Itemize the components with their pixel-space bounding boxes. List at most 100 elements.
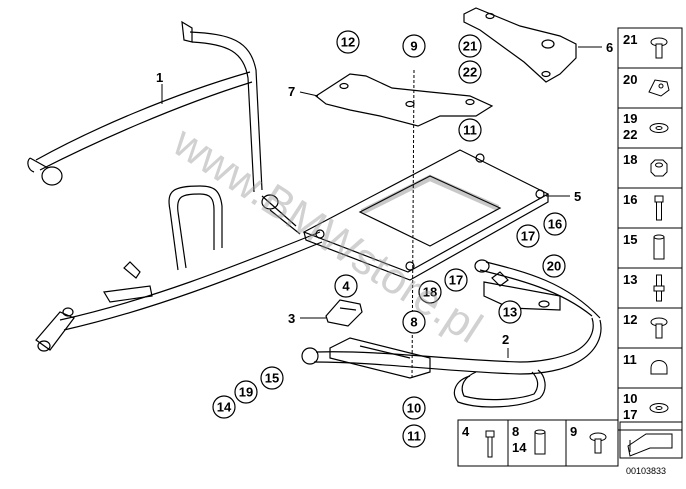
arrow-icon: [627, 433, 673, 457]
flange-bolt-icon: [650, 37, 668, 59]
legend-row-20: 20: [618, 67, 682, 97]
callout-10: 10: [402, 396, 426, 420]
callout-number: 19: [239, 385, 253, 400]
legend-number: 13: [623, 272, 637, 287]
part-top-bracket: [463, 7, 577, 83]
callout-number: 4: [342, 279, 350, 294]
callout-15: 15: [260, 366, 284, 390]
legend-row-12: 12: [618, 307, 682, 339]
callout-12: 12: [336, 30, 360, 54]
callout-4: 4: [334, 274, 358, 298]
legend-number: 19: [623, 111, 637, 126]
legend-number: 21: [623, 32, 637, 47]
callout-11: 11: [458, 118, 482, 142]
part-label-5: 5: [574, 189, 581, 204]
legend-cell-9: 9: [570, 424, 607, 454]
part-control-unit: [302, 149, 550, 281]
legend-number: 18: [623, 152, 637, 167]
callout-22: 22: [458, 60, 482, 84]
callout-number: 13: [503, 305, 517, 320]
callout-number: 21: [463, 39, 477, 54]
callout-number: 11: [463, 123, 477, 138]
washer-icon: [649, 123, 669, 133]
callout-17: 17: [516, 224, 540, 248]
part-lower-bracket: [301, 259, 602, 408]
part-frame-bar: [27, 20, 323, 352]
sleeve-icon: [534, 429, 546, 455]
part-label-6: 6: [606, 40, 613, 55]
washer-icon: [649, 403, 669, 413]
legend-number: 22: [623, 127, 637, 142]
callout-number: 12: [341, 35, 355, 50]
callout-number: 10: [407, 401, 421, 416]
legend-row-16: 16: [618, 187, 682, 221]
callouts: 12 9 21 22 11 16 17 17 20 18 4 13 8 15 19 14 10 11: [212, 30, 567, 448]
legend-number: 20: [623, 72, 637, 87]
legend-row-21: 21: [623, 32, 668, 59]
callout-19: 19: [234, 380, 258, 404]
legend-number: 15: [623, 232, 637, 247]
part-labels: 1 2 3 5 6 7: [156, 40, 613, 358]
legend-number: 11: [623, 352, 637, 367]
legend-number: 16: [623, 192, 637, 207]
callout-20: 20: [542, 254, 566, 278]
legend-row-15: 15: [618, 227, 682, 260]
hex-nut-icon: [650, 159, 668, 177]
legend-number: 9: [570, 424, 577, 439]
callout-number: 17: [449, 273, 463, 288]
assembly-line: [411, 69, 415, 381]
callout-number: 14: [217, 400, 232, 415]
callout-17: 17: [444, 268, 468, 292]
main-drawing: [27, 7, 602, 408]
part-label-1: 1: [156, 70, 163, 85]
callout-8: 8: [402, 310, 426, 334]
callout-number: 9: [410, 39, 417, 54]
part-label-7: 7: [288, 84, 295, 99]
callout-14: 14: [212, 395, 236, 419]
legend-row-11: 11: [618, 347, 682, 375]
legend-number: 8: [512, 424, 519, 439]
part-plate: [314, 73, 494, 127]
flange-bolt-icon: [589, 432, 607, 454]
callout-11: 11: [402, 424, 426, 448]
legend-bottom: 4 814 9: [457, 419, 619, 467]
image-number: 00103833: [626, 466, 666, 476]
sleeve-icon: [653, 234, 665, 260]
legend-number: 14: [512, 440, 527, 455]
part-small-bracket: [325, 299, 363, 327]
legend-number: 12: [623, 312, 637, 327]
screw-icon: [654, 195, 664, 221]
callout-21: 21: [458, 34, 482, 58]
callout-number: 16: [548, 217, 562, 232]
callout-number: 15: [265, 371, 279, 386]
flange-bolt-icon: [650, 317, 668, 339]
bolt-icon: [485, 430, 495, 458]
callout-9: 9: [402, 34, 426, 58]
legend-cell-8-14: 814: [512, 424, 546, 455]
legend-number: 4: [462, 424, 470, 439]
callout-number: 18: [423, 285, 437, 300]
callout-number: 11: [407, 429, 421, 444]
part-label-2: 2: [502, 332, 509, 347]
legend-row-18: 18: [618, 147, 682, 177]
legend-cell-4: 4: [462, 424, 495, 458]
callout-16: 16: [543, 212, 567, 236]
clip-icon: [648, 79, 670, 97]
legend-number: 17: [623, 407, 637, 422]
callout-number: 22: [463, 65, 477, 80]
callout-18: 18: [418, 280, 442, 304]
legend-row-13: 13: [618, 267, 682, 302]
callout-number: 17: [521, 229, 535, 244]
arrow-box: [619, 421, 683, 459]
callout-number: 20: [547, 259, 561, 274]
stud-bolt-icon: [653, 274, 665, 302]
callout-13: 13: [498, 300, 522, 324]
cap-nut-icon: [650, 360, 668, 375]
watermark: www.BMWstore.pl: [164, 117, 491, 353]
part-label-3: 3: [288, 311, 295, 326]
callout-number: 8: [410, 315, 417, 330]
